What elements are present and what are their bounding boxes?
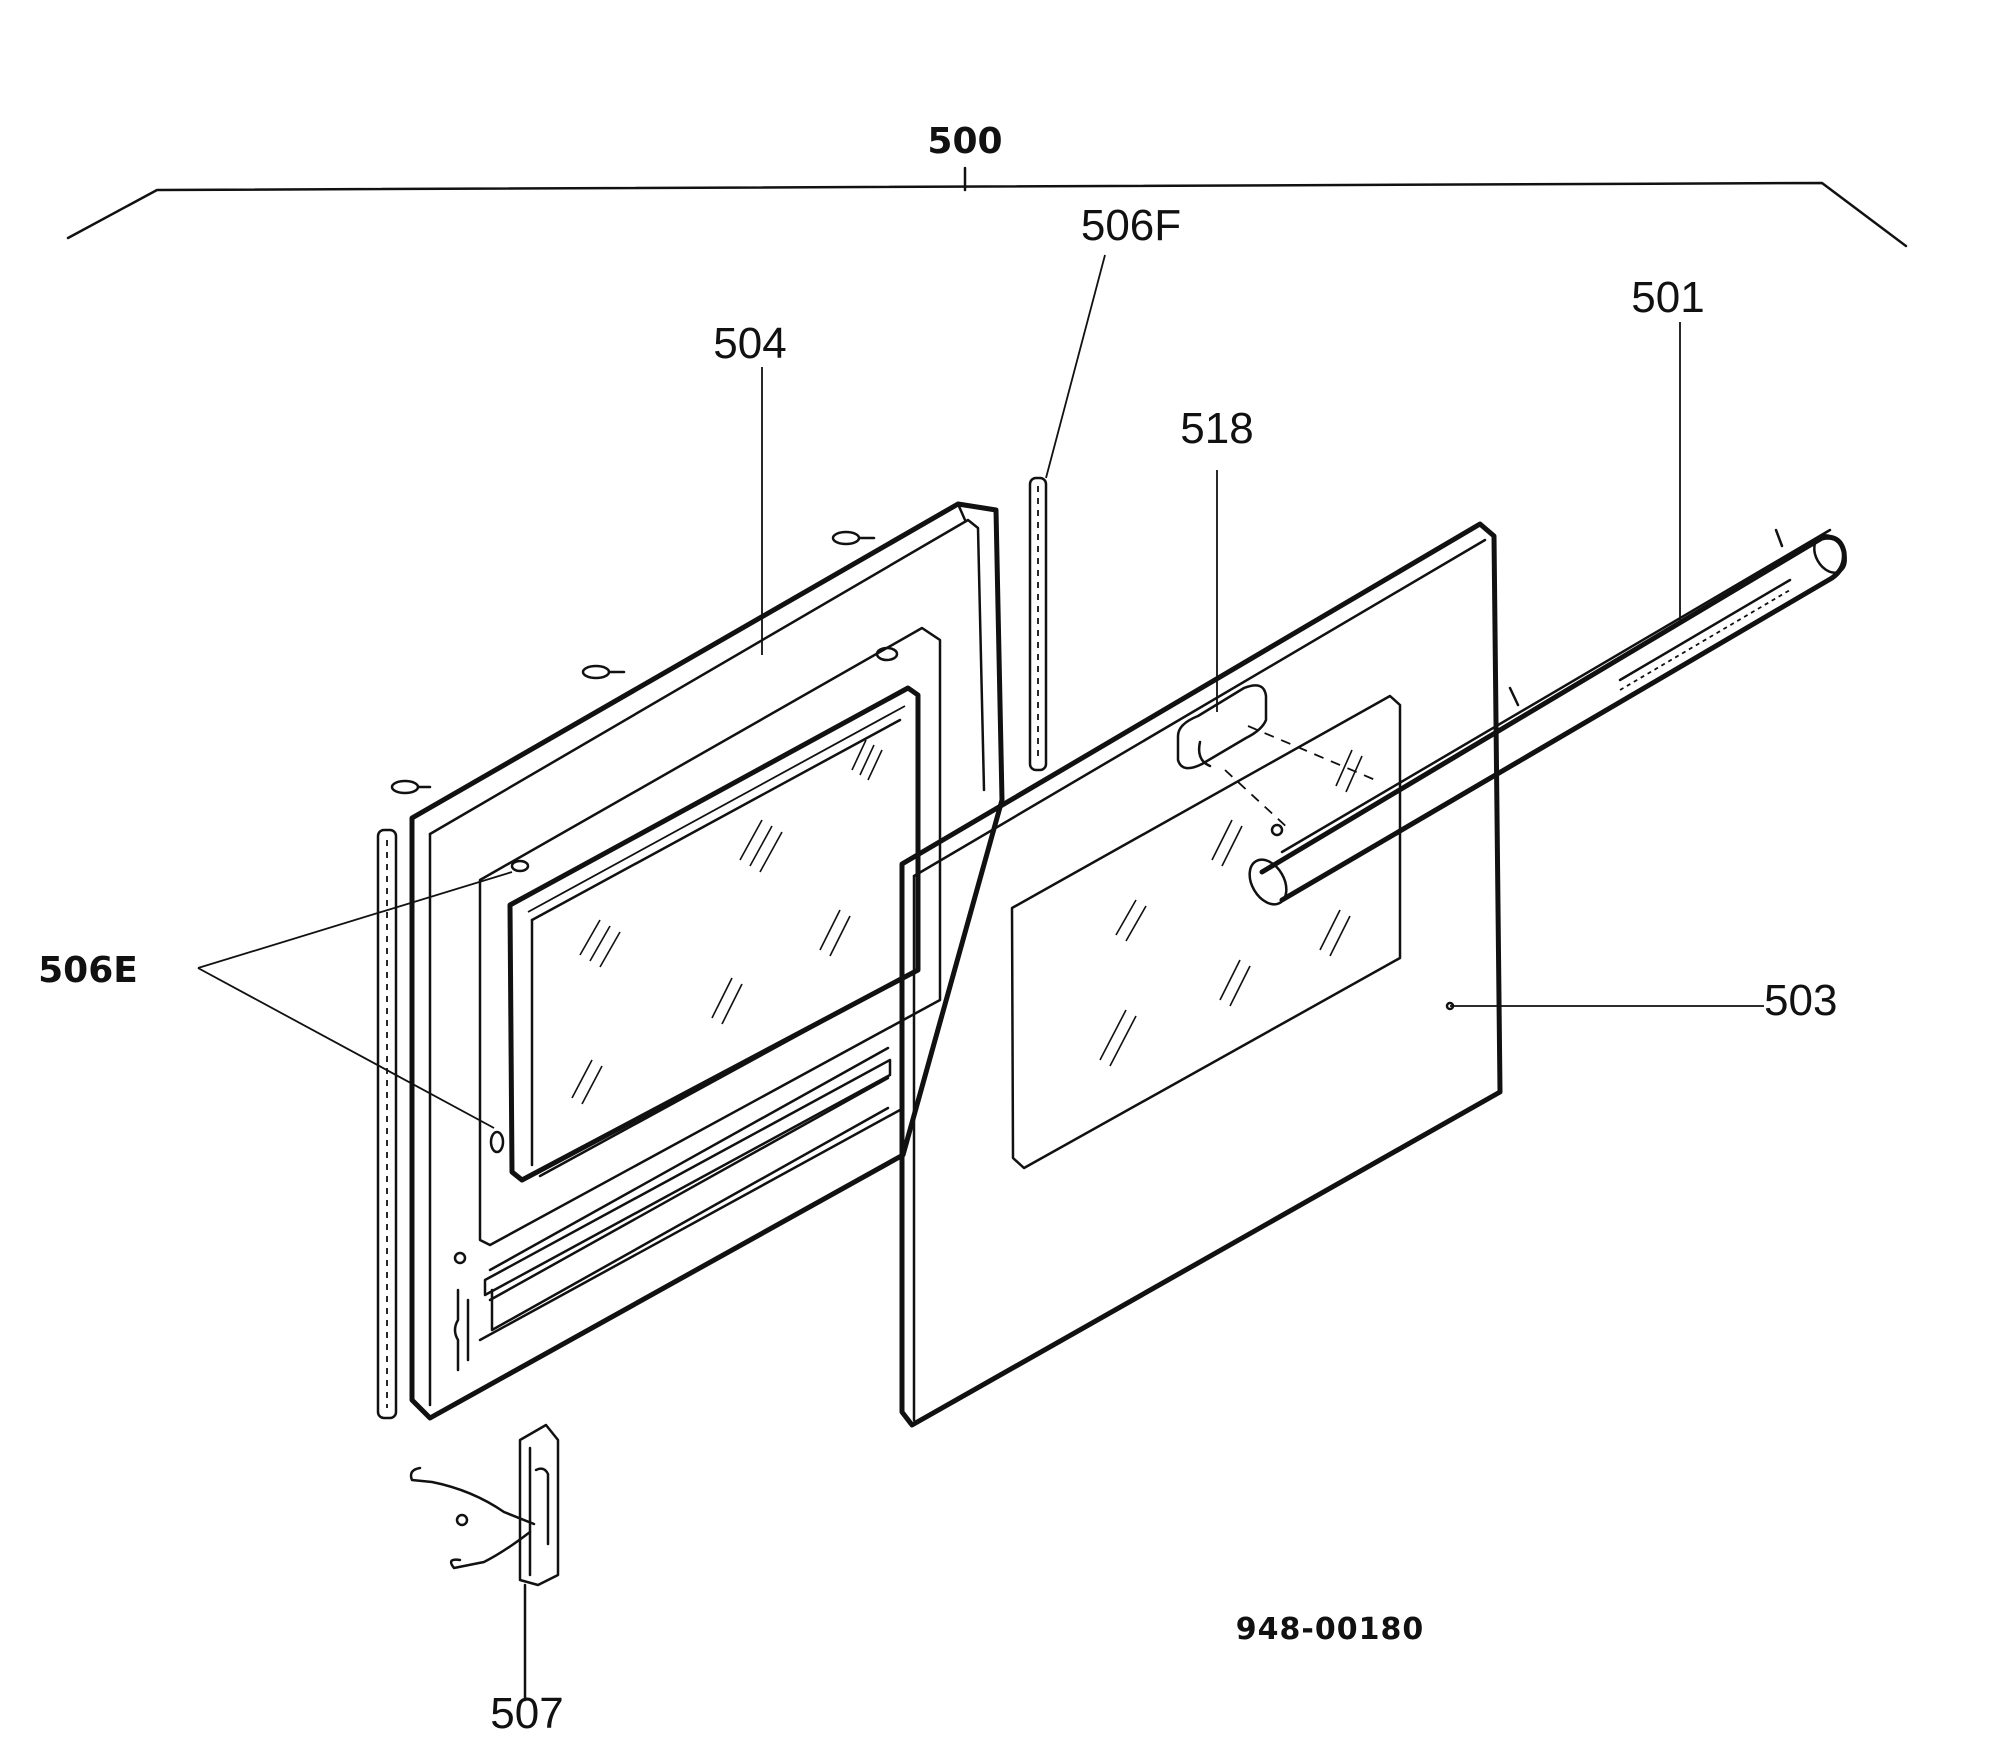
drawing-number: 948-00180 [1236, 1612, 1424, 1647]
screw-icon [390, 530, 899, 1154]
seal-left-506E [376, 828, 398, 1420]
leader-lines [197, 254, 1764, 1129]
assembly-bracket-500 [66, 166, 1908, 248]
label-bracket-518: 518 [1180, 404, 1253, 453]
label-seal-top-506F: 506F [1081, 201, 1181, 250]
label-outer-panel-503: 503 [1764, 976, 1837, 1025]
seal-top-506F [1028, 476, 1048, 772]
label-inner-door-504: 504 [713, 319, 786, 368]
outer-panel-503 [899, 521, 1503, 1428]
inner-door-frame-504 [390, 501, 1005, 1421]
label-seal-left-506E: 506E [38, 950, 138, 991]
handle-bar-501 [1248, 528, 1847, 906]
label-assembly-500: 500 [927, 121, 1002, 162]
label-handle-501: 501 [1631, 273, 1704, 322]
hinge-507 [409, 1423, 560, 1702]
bracket-518 [1176, 684, 1381, 831]
label-hinge-507: 507 [490, 1689, 563, 1738]
